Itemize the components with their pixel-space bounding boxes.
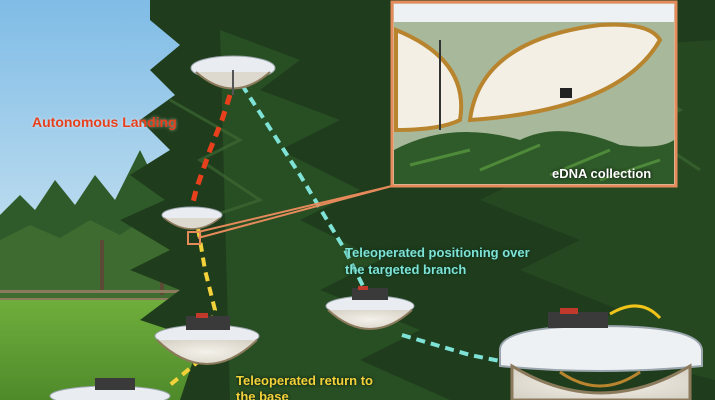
drone-base [49,378,171,400]
autonomous-landing-label: Autonomous Landing [32,114,177,130]
drone-foreground [499,304,703,400]
drone-top [190,55,276,95]
edna-collection-label: eDNA collection [552,166,652,181]
drone-branch [325,286,415,330]
background-trees [0,150,190,300]
landing-path [187,94,233,216]
teleoperated-positioning-label: Teleoperated positioning over the target… [345,245,530,277]
positioning-path [240,83,521,367]
fence [0,290,200,300]
inset-closeup [390,0,678,188]
teleoperated-return-label: Teleoperated return to the base [236,373,374,400]
drone-landing [161,206,223,230]
return-path [168,227,218,387]
inset-connectors [187,185,393,245]
drone-return [154,313,260,365]
